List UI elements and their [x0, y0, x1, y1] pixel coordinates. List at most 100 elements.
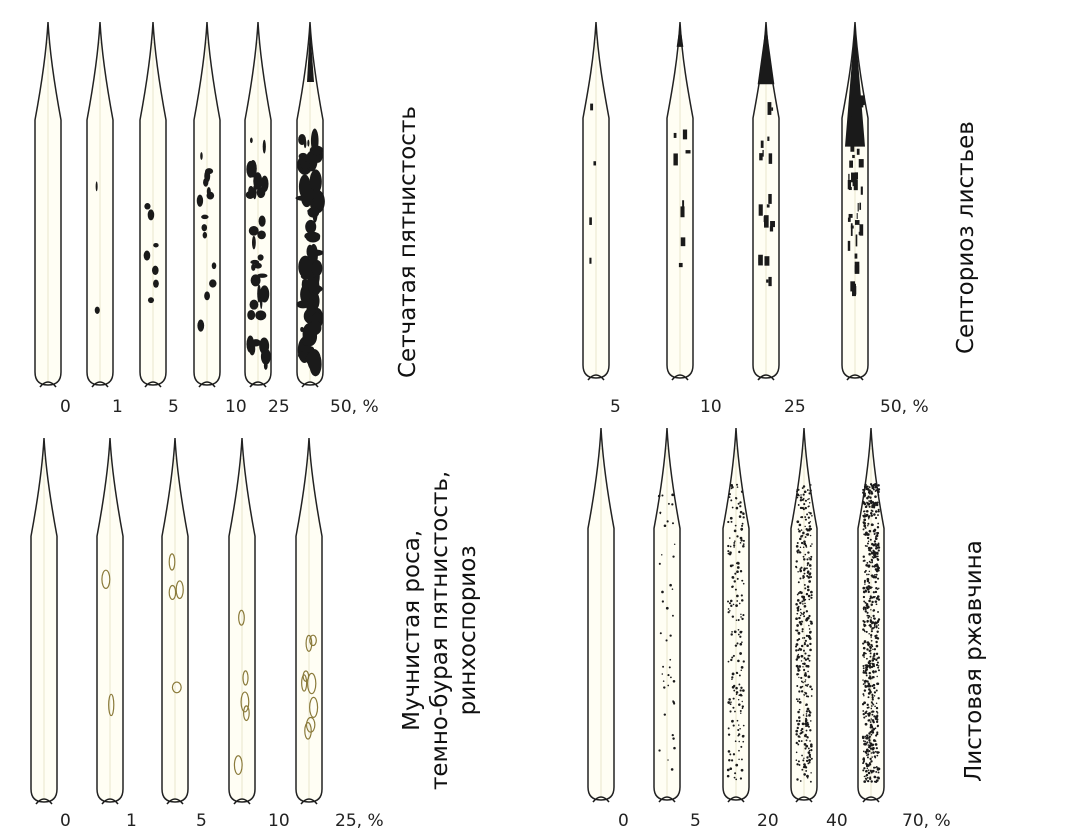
pustule-dot — [868, 772, 871, 775]
pustule-dot — [862, 679, 863, 680]
streak-mark — [848, 241, 850, 251]
pustule-dot — [874, 483, 877, 486]
pustule-dot — [868, 591, 870, 593]
pustule-dot — [864, 503, 866, 505]
streak-mark — [759, 153, 762, 160]
pustule-dot — [869, 762, 870, 763]
severity-label: 25 — [784, 397, 806, 417]
pustule-dot — [796, 497, 798, 499]
pustule-dot — [667, 685, 669, 687]
pustule-dot — [803, 669, 805, 671]
pustule-dot — [805, 692, 807, 694]
pustule-dot — [871, 678, 873, 680]
pustule-dot — [799, 538, 802, 541]
pustule-dot — [872, 659, 875, 662]
pustule-dot — [866, 734, 868, 736]
pustule-dot — [727, 521, 729, 523]
pustule-dot — [873, 654, 874, 655]
pustule-dot — [867, 488, 870, 491]
pustule-dot — [872, 610, 874, 612]
pustule-dot — [871, 543, 874, 546]
pustule-dot — [875, 556, 877, 558]
pustule-dot — [797, 667, 799, 669]
pustule-dot — [878, 542, 880, 544]
pustule-dot — [659, 512, 661, 514]
pustule-dot — [798, 740, 799, 741]
streak-mark — [761, 141, 764, 148]
pustule-dot — [864, 510, 866, 512]
pustule-dot — [803, 558, 805, 560]
pustule-dot — [867, 537, 869, 539]
pustule-dot — [796, 685, 798, 687]
pustule-dot — [803, 567, 806, 570]
pustule-dot — [809, 489, 811, 491]
pustule-dot — [809, 530, 811, 532]
pustule-dot — [801, 516, 803, 518]
streak-mark — [686, 150, 691, 153]
title-leaf-rust: Листовая ржавчина — [960, 540, 988, 782]
pustule-dot — [796, 720, 798, 722]
pustule-dot — [876, 645, 879, 648]
pustule-dot — [731, 656, 733, 658]
pustule-dot — [809, 740, 811, 742]
pustule-dot — [796, 613, 798, 615]
pustule-dot — [871, 640, 873, 642]
pustule-dot — [875, 587, 877, 589]
pustule-dot — [672, 522, 674, 524]
pustule-dot — [862, 643, 864, 645]
pustule-dot — [877, 523, 879, 525]
pustule-dot — [799, 577, 801, 579]
pustule-dot — [802, 487, 804, 489]
pustule-dot — [673, 680, 676, 683]
pustule-dot — [729, 610, 731, 612]
pustule-dot — [803, 662, 806, 665]
pustule-dot — [740, 746, 742, 748]
pustule-dot — [738, 703, 741, 706]
pustule-dot — [733, 690, 735, 692]
pustule-dot — [810, 631, 812, 633]
pustule-dot — [863, 713, 865, 715]
pustule-dot — [734, 580, 736, 582]
pustule-dot — [867, 777, 869, 779]
pustule-dot — [806, 567, 808, 569]
pustule-dot — [737, 729, 739, 731]
pustule-dot — [873, 513, 876, 516]
streak-mark — [764, 256, 769, 265]
pustule-dot — [811, 595, 813, 597]
pustule-dot — [738, 759, 739, 760]
pustule-dot — [730, 600, 733, 603]
severity-label: 1 — [126, 811, 137, 831]
pustule-dot — [871, 708, 873, 710]
streak-mark — [848, 174, 849, 180]
pustule-dot — [868, 582, 870, 584]
pustule-dot — [739, 603, 741, 605]
pustule-dot — [804, 657, 806, 659]
pustule-dot — [878, 588, 879, 589]
blotch-mark — [247, 310, 255, 320]
pustule-dot — [806, 635, 808, 637]
pustule-dot — [796, 545, 799, 548]
pustule-dot — [871, 604, 873, 606]
blotch-mark — [144, 203, 150, 210]
leaf-leaf-rust-0: 0 — [588, 428, 629, 831]
pustule-dot — [873, 530, 876, 533]
streak-mark — [860, 95, 865, 105]
pustule-dot — [866, 505, 868, 507]
pustule-dot — [667, 674, 669, 676]
pustule-dot — [739, 674, 741, 676]
pustule-dot — [740, 539, 742, 541]
pustule-dot — [734, 711, 736, 713]
blotch-mark — [264, 361, 268, 369]
pustule-dot — [807, 499, 808, 500]
pustule-dot — [804, 490, 807, 493]
pustule-dot — [876, 676, 877, 677]
streak-mark — [859, 224, 863, 235]
blotch-mark — [250, 300, 259, 310]
pustule-dot — [808, 625, 810, 627]
pustule-dot — [803, 556, 805, 558]
pustule-dot — [667, 520, 669, 522]
pustule-dot — [806, 685, 808, 687]
pustule-dot — [729, 602, 731, 604]
pustule-dot — [736, 693, 738, 695]
pustule-dot — [733, 544, 735, 546]
